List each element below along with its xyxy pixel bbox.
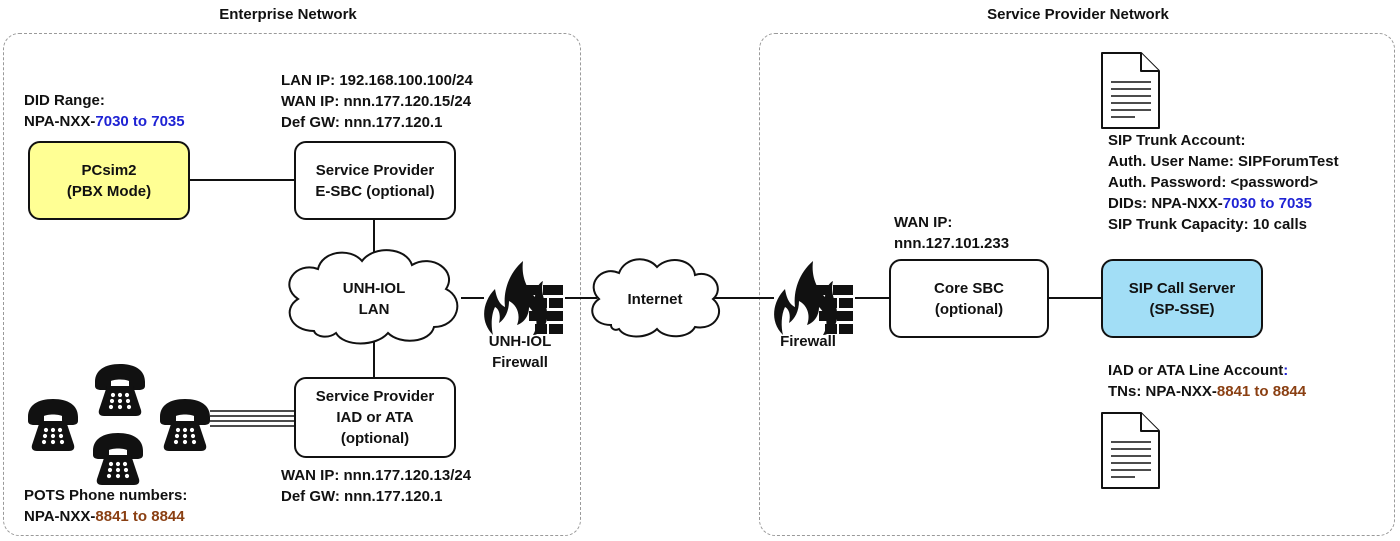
sip-trunk-dids-prefix: DIDs: NPA-NXX- [1108,195,1223,212]
esbc-def-gw: Def GW: nnn.177.120.1 [281,114,443,131]
line-account-title: IAD or ATA Line Account [1108,362,1284,379]
iad-line3: (optional) [340,430,410,447]
did-range-annotation: DID Range: NPA-NXX-7030 to 7035 [24,90,185,132]
did-range-value: NPA-NXX-7030 to 7035 [24,111,185,132]
esbc-line1: Service Provider [315,161,435,179]
core-wan-ip-annotation: WAN IP: nnn.127.101.233 [894,212,1009,254]
sip-trunk-dids: DIDs: NPA-NXX-7030 to 7035 [1108,193,1339,214]
sip-call-server-node[interactable]: SIP Call Server (SP-SSE) [1101,259,1263,338]
lan-cloud-line1: UNH-IOL [342,280,406,297]
esbc-wan-ip: WAN IP: nnn.177.120.15/24 [281,93,472,110]
provider-network-title: Service Provider Network [987,6,1169,23]
esbc-node[interactable]: Service Provider E-SBC (optional) [294,141,456,220]
pcsim2-label: PCsim2 [81,161,137,179]
core-sbc-node[interactable]: Core SBC (optional) [889,259,1049,338]
esbc-lan-ip: LAN IP: 192.168.100.100/24 [281,72,473,89]
core-sbc-line1: Core SBC [933,279,1004,297]
enterprise-network-zone [3,33,581,536]
pcsim2-pbx-node[interactable]: PCsim2 (PBX Mode) [28,141,190,220]
core-wan-ip-label: WAN IP: [894,214,953,231]
core-sbc-line2: (optional) [934,300,1004,318]
line-account-tns: TNs: NPA-NXX-8841 to 8844 [1108,381,1306,402]
telephone-icon [28,399,78,451]
unh-firewall-label: UNH-IOL Firewall [470,331,570,373]
lan-cloud-icon [288,249,459,345]
sip-trunk-annotation: SIP Trunk Account: Auth. User Name: SIPF… [1108,130,1339,235]
pbx-mode-label: (PBX Mode) [66,182,152,200]
line-account-title-colon: : [1283,362,1289,379]
iad-def-gw: Def GW: nnn.177.120.1 [281,488,443,505]
telephone-icon [93,433,143,485]
sip-trunk-dids-range: 7030 to 7035 [1222,195,1312,212]
pots-range: 8841 to 8844 [95,508,185,525]
iad-ata-node[interactable]: Service Provider IAD or ATA (optional) [294,377,456,458]
pots-value: NPA-NXX-8841 to 8844 [24,506,187,527]
pots-prefix: NPA-NXX- [24,508,96,525]
line-account-tns-range: 8841 to 8844 [1216,383,1307,400]
unh-firewall-icon [484,261,563,335]
iad-line2: IAD or ATA [336,409,414,426]
sip-trunk-title: SIP Trunk Account: [1108,132,1246,149]
line-account-annotation: IAD or ATA Line Account: TNs: NPA-NXX-88… [1108,360,1306,402]
provider-network-zone [759,33,1395,536]
provider-firewall-icon [774,261,853,335]
did-range-label: DID Range: [24,92,105,109]
sip-trunk-capacity: SIP Trunk Capacity: 10 calls [1108,216,1307,233]
iad-wan-ip: WAN IP: nnn.177.120.13/24 [281,467,472,484]
pots-label: POTS Phone numbers: [24,487,188,504]
unh-firewall-line2: Firewall [492,354,548,371]
internet-cloud-label: Internet [627,291,683,308]
enterprise-network-title: Enterprise Network [219,6,357,23]
line-account-tns-prefix: TNs: NPA-NXX- [1108,383,1217,400]
sip-trunk-document-icon [1101,52,1160,129]
esbc-ip-annotation: LAN IP: 192.168.100.100/24 WAN IP: nnn.1… [281,70,473,133]
lan-cloud-label: UNH-IOL LAN [314,278,434,320]
line-account-title-row: IAD or ATA Line Account: [1108,360,1306,381]
internet-cloud-icon [591,258,720,338]
sip-trunk-password: Auth. Password: <password> [1108,174,1319,191]
line-account-document-icon [1101,412,1160,489]
iad-line1: Service Provider [315,388,435,405]
phone-lines [210,410,294,427]
lan-cloud-line2: LAN [358,301,390,318]
telephone-icon [95,364,145,416]
provider-firewall-label: Firewall [780,333,836,350]
iad-ip-annotation: WAN IP: nnn.177.120.13/24 Def GW: nnn.17… [281,465,471,507]
telephone-icon [160,399,210,451]
pots-annotation: POTS Phone numbers: NPA-NXX-8841 to 8844 [24,485,187,527]
sip-server-line1: SIP Call Server [1128,279,1236,297]
did-range-prefix: NPA-NXX- [24,113,96,130]
sip-server-line2: (SP-SSE) [1149,300,1215,318]
core-wan-ip-value: nnn.127.101.233 [894,235,1010,252]
sip-trunk-user: Auth. User Name: SIPForumTest [1108,153,1339,170]
unh-firewall-line1: UNH-IOL [488,333,552,350]
did-range-numbers: 7030 to 7035 [95,113,185,130]
esbc-line2: E-SBC (optional) [315,182,435,200]
